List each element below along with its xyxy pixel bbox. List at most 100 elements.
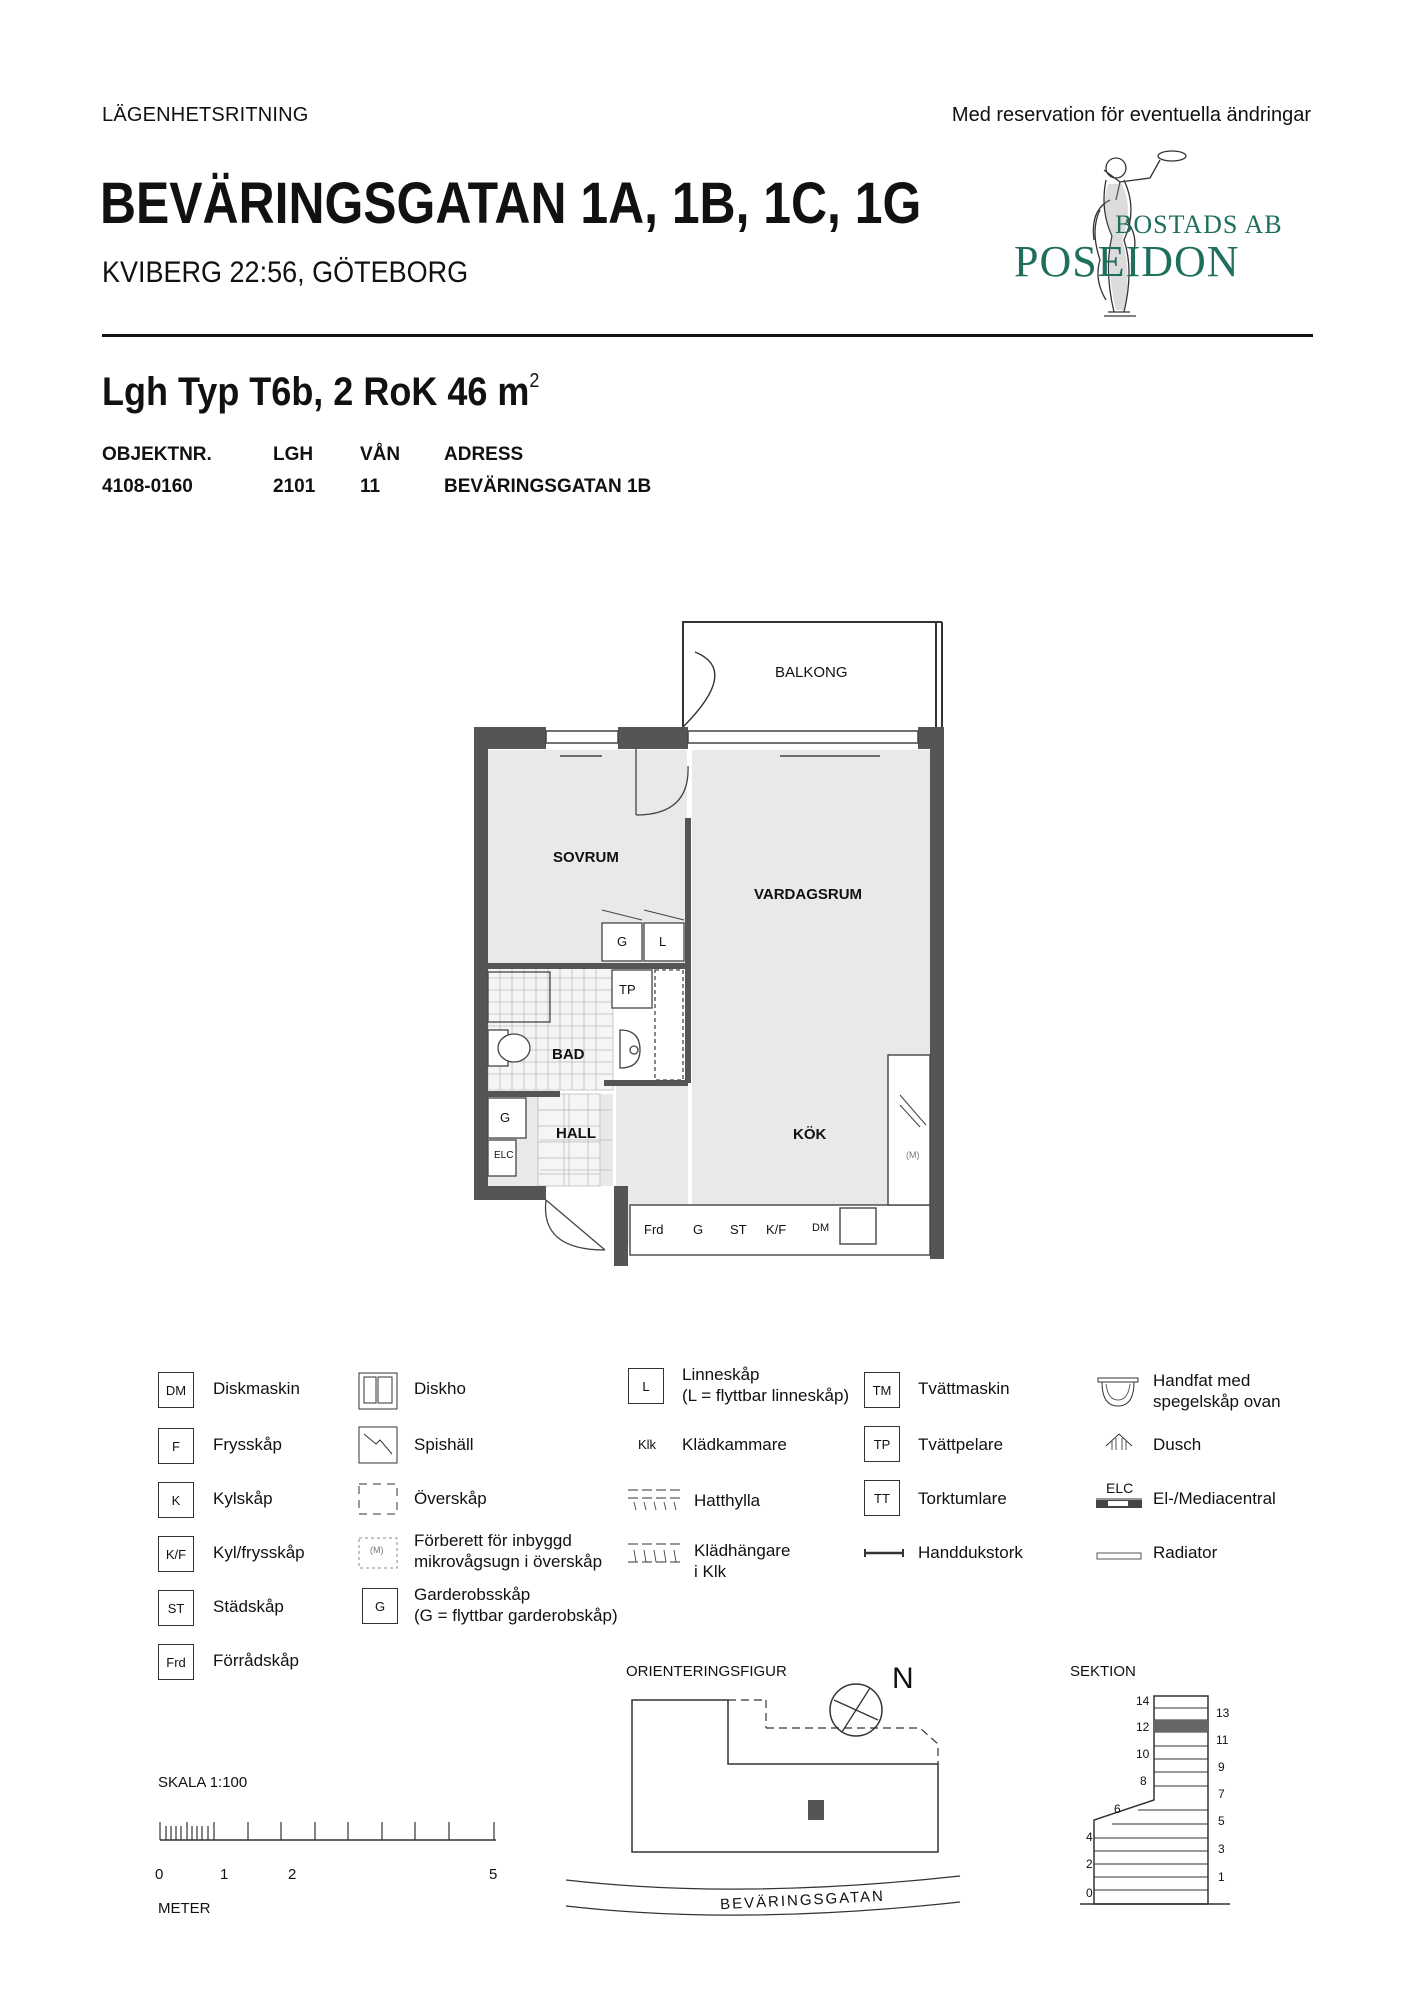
legend-label-tvattmaskin: Tvättmaskin	[918, 1379, 1010, 1398]
legend-symbol-tp: TP	[864, 1426, 900, 1462]
section-floor-0: 0	[1086, 1886, 1093, 1900]
legend-symbol-tt: TT	[864, 1480, 900, 1516]
scale-unit: METER	[158, 1900, 211, 1917]
header-divider	[102, 334, 1313, 337]
legend-symbol-f: F	[158, 1428, 194, 1464]
section-figure: 14 12 10 8 6 4 2 0 13 11 9 7 5 3 1	[1060, 1690, 1240, 1920]
overhead-cabinet-icon	[358, 1480, 398, 1518]
section-floor-7: 7	[1218, 1787, 1225, 1801]
legend-label-kylskap: Kylskåp	[213, 1489, 273, 1508]
info-value-lgh: 2101	[273, 476, 316, 497]
section-floor-9: 9	[1218, 1760, 1225, 1774]
apartment-title-text: Lgh Typ T6b, 2 RoK 46 m	[102, 370, 530, 414]
legend-label-handfat-1: Handfat med	[1153, 1371, 1251, 1390]
scale-tick-5: 5	[489, 1866, 498, 1883]
legend-symbol-st: ST	[158, 1590, 194, 1626]
section-floor-13: 13	[1216, 1706, 1230, 1720]
clothes-rail-icon	[626, 1538, 684, 1568]
section-floor-4: 4	[1086, 1830, 1093, 1844]
section-floor-12: 12	[1136, 1720, 1150, 1734]
legend-label-mediacentral: El-/Mediacentral	[1153, 1489, 1276, 1508]
document-type: LÄGENHETSRITNING	[102, 104, 309, 126]
section-floor-3: 3	[1218, 1842, 1225, 1856]
section-floor-11: 11	[1216, 1733, 1229, 1747]
compass-north-label: N	[892, 1662, 914, 1695]
legend-label-linne-1: Linneskåp	[682, 1365, 760, 1384]
compass-circle	[829, 1683, 883, 1737]
microwave-icon: (M)	[358, 1534, 398, 1572]
scale-tick-0: 0	[155, 1866, 164, 1883]
info-value-van: 11	[360, 476, 381, 497]
media-central-icon: ELC	[1094, 1480, 1144, 1512]
info-label-adress: ADRESS	[444, 444, 524, 465]
legend-label-spishall: Spishäll	[414, 1435, 474, 1454]
washbasin-icon	[1096, 1372, 1140, 1410]
legend-symbol-kf: K/F	[158, 1536, 194, 1572]
highlighted-floor-marker	[1154, 1720, 1208, 1732]
legend-label-mikro-2: mikrovågsugn i överskåp	[414, 1552, 603, 1571]
legend-symbol-dm: DM	[158, 1372, 194, 1408]
logo-line-2: POSEIDON	[1014, 237, 1240, 286]
section-floor-6: 6	[1114, 1802, 1121, 1816]
legend-label-handfat-2: spegelskåp ovan	[1153, 1392, 1281, 1411]
section-floor-8: 8	[1140, 1774, 1147, 1788]
company-logo: BOSTADS AB POSEIDON	[1014, 140, 1320, 325]
legend-label-mikro-1: Förberett för inbyggd	[414, 1531, 572, 1550]
page-subtitle: KVIBERG 22:56, GÖTEBORG	[102, 256, 469, 289]
legend-label-linne-2: (L = flyttbar linneskåp)	[682, 1386, 850, 1405]
legend-label-kylfrysskap: Kyl/frysskåp	[213, 1543, 305, 1562]
section-label: SEKTION	[1070, 1663, 1136, 1680]
info-value-objektnr: 4108-0160	[102, 476, 193, 497]
info-label-objektnr: OBJEKTNR.	[102, 444, 212, 465]
legend-label-kladhangare-1: Klädhängare	[694, 1541, 791, 1560]
scale-tick-1: 1	[220, 1866, 229, 1883]
page-title: BEVÄRINGSGATAN 1A, 1B, 1C, 1G	[100, 171, 922, 236]
legend-label-radiator: Radiator	[1153, 1543, 1218, 1562]
section-floor-10: 10	[1136, 1747, 1150, 1761]
legend-symbol-klk: Klk	[638, 1437, 657, 1452]
legend-label-frysskap: Frysskåp	[213, 1435, 282, 1454]
radiator-icon	[1096, 1547, 1142, 1560]
legend-label-hatthylla: Hatthylla	[694, 1491, 761, 1510]
legend-label-dusch: Dusch	[1153, 1435, 1202, 1454]
logo-line-1: BOSTADS AB	[1115, 210, 1283, 239]
section-floor-14: 14	[1136, 1694, 1150, 1708]
legend-label-diskmaskin: Diskmaskin	[213, 1379, 300, 1398]
section-floor-5: 5	[1218, 1814, 1225, 1828]
info-label-lgh: LGH	[273, 444, 314, 465]
legend-symbol-g: G	[362, 1588, 398, 1624]
legend-label-tvattpelare: Tvättpelare	[918, 1435, 1004, 1454]
legend-label-torktumlare: Torktumlare	[918, 1489, 1007, 1508]
legend-symbol-l: L	[628, 1368, 664, 1404]
stove-icon	[358, 1426, 398, 1464]
hat-shelf-icon	[626, 1484, 684, 1514]
scale-tick-2: 2	[288, 1866, 297, 1883]
section-floor-2: 2	[1086, 1857, 1093, 1871]
legend-label-forradskap: Förrådskåp	[213, 1651, 299, 1670]
legend-label-kladkammare: Klädkammare	[682, 1435, 787, 1454]
legend-label-stadskap: Städskåp	[213, 1597, 284, 1616]
apartment-title-sup: 2	[529, 370, 540, 392]
scale-bar	[158, 1812, 498, 1848]
towel-rail-icon	[862, 1546, 906, 1558]
legend-label-handdukstork: Handdukstork	[918, 1543, 1023, 1562]
disclaimer: Med reservation för eventuella ändringar	[951, 104, 1311, 126]
microwave-symbol: (M)	[370, 1545, 384, 1555]
legend: DM Diskmaskin F Frysskåp K Kylskåp K/F K…	[158, 1365, 1281, 1680]
sink-icon	[358, 1372, 398, 1410]
section-floor-1: 1	[1218, 1870, 1225, 1884]
legend-symbol-frd: Frd	[158, 1644, 194, 1680]
poseidon-figure-icon	[1092, 150, 1187, 317]
info-label-van: VÅN	[360, 444, 401, 465]
legend-symbol-tm: TM	[864, 1372, 900, 1408]
media-central-symbol: ELC	[1106, 1480, 1134, 1496]
legend-label-overskap: Överskåp	[414, 1489, 487, 1508]
apartment-title: Lgh Typ T6b, 2 RoK 46 m2	[102, 370, 539, 415]
legend-label-diskho: Diskho	[414, 1379, 466, 1398]
legend-label-garderob-2: (G = flyttbar garderobskåp)	[414, 1606, 618, 1625]
orientation-figure: N BEVÄRINGSGATAN	[560, 1662, 980, 1980]
legend-symbol-k: K	[158, 1482, 194, 1518]
legend-label-garderob-1: Garderobsskåp	[414, 1585, 531, 1604]
orientation-label: ORIENTERINGSFIGUR	[626, 1663, 787, 1680]
legend-label-kladhangare-2: i Klk	[694, 1562, 727, 1581]
